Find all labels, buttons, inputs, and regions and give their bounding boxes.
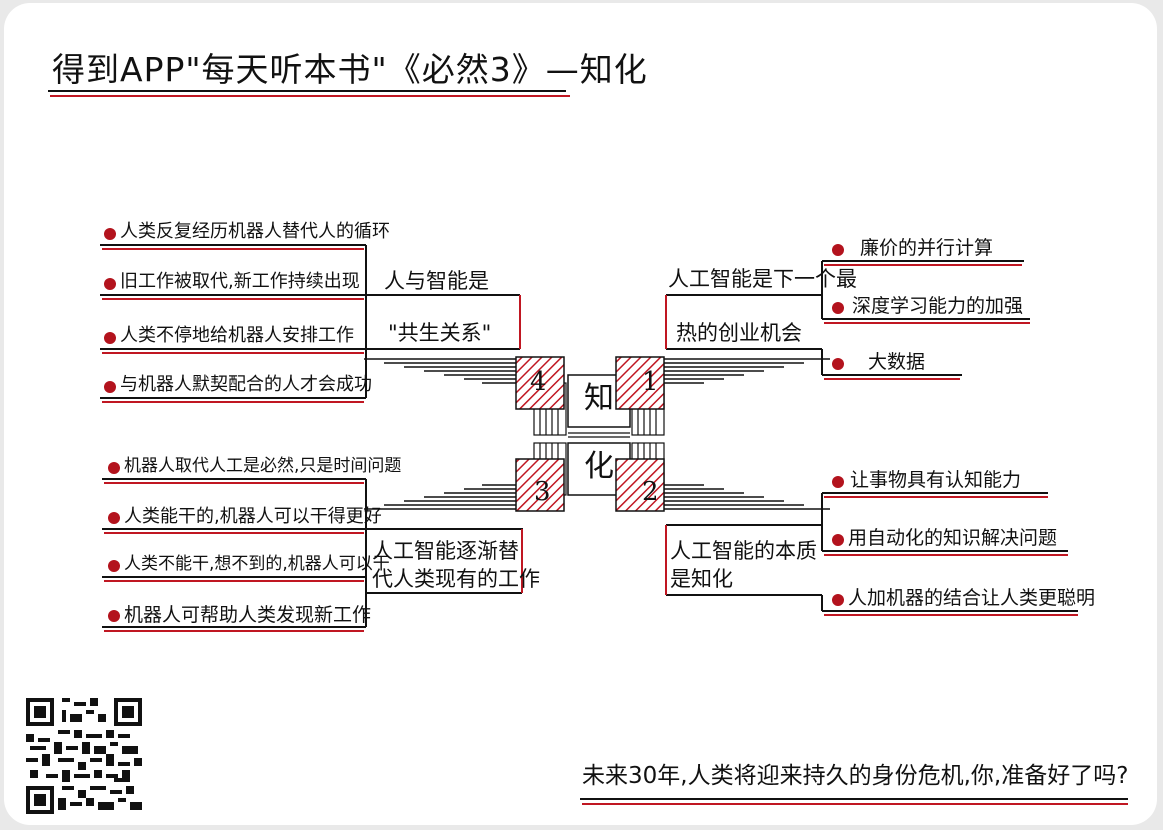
branch-4-label-line1: 人与智能是 [384, 269, 489, 293]
footer-question: 未来30年,人类将迎来持久的身份危机,你,准备好了吗? [582, 763, 1129, 789]
branch-3-item-2: 人类能干的,机器人可以干得更好 [124, 506, 382, 527]
branch-2-label-line2: 是知化 [670, 567, 733, 591]
bullet-dot [108, 560, 120, 572]
bullet-dot [104, 228, 116, 240]
branch-2-label-line1: 人工智能的本质 [670, 539, 817, 563]
bullet-dot [108, 512, 120, 524]
bullet-dot [104, 278, 116, 290]
branch-2-item-1: 让事物具有认知能力 [850, 469, 1022, 491]
bullet-dot [832, 244, 844, 256]
branch-number-3: 3 [534, 477, 551, 507]
bullet-dot [108, 610, 120, 622]
branch-3-label-line1: 人工智能逐渐替 [372, 539, 519, 563]
branch-number-1: 1 [642, 367, 659, 397]
branch-4-label-line2: "共生关系" [388, 321, 492, 345]
qr-code-icon [26, 698, 142, 814]
bullet-dot [108, 462, 120, 474]
mind-map-card: 得到APP"每天听本书"《必然3》—知化 知 化 1 2 3 4 人工智能是下一… [4, 3, 1157, 825]
branch-4-item-3: 人类不停地给机器人安排工作 [120, 325, 354, 346]
branch-2-item-2: 用自动化的知识解决问题 [848, 527, 1058, 549]
branch-3-item-4: 机器人可帮助人类发现新工作 [124, 604, 372, 626]
bullet-dot [832, 476, 844, 488]
branch-3-item-3: 人类不能干,想不到的,机器人可以干 [124, 554, 390, 574]
center-bottom-char: 化 [584, 449, 614, 484]
bullet-dot [104, 381, 116, 393]
branch-1-item-1: 廉价的并行计算 [860, 237, 994, 259]
branch-1-item-3: 大数据 [868, 351, 926, 373]
bullet-dot [104, 332, 116, 344]
branch-3-item-1: 机器人取代人工是必然,只是时间问题 [124, 456, 402, 476]
bullet-dot [832, 594, 844, 606]
connector-lines [48, 90, 1128, 805]
branch-2-item-3: 人加机器的结合让人类更聪明 [848, 587, 1096, 609]
branch-number-2: 2 [642, 477, 659, 507]
bullet-dot [832, 534, 844, 546]
center-top-char: 知 [584, 381, 614, 416]
branch-3-label-line2: 代人类现有的工作 [372, 567, 540, 591]
bullet-dot [832, 358, 844, 370]
branch-4-item-1: 人类反复经历机器人替代人的循环 [120, 221, 390, 242]
branch-1-item-2: 深度学习能力的加强 [852, 295, 1024, 317]
branch-number-4: 4 [530, 367, 547, 397]
branch-4-item-4: 与机器人默契配合的人才会成功 [120, 374, 372, 395]
bullet-dot [832, 302, 844, 314]
branch-1-label-line2: 热的创业机会 [676, 321, 802, 345]
branch-4-item-2: 旧工作被取代,新工作持续出现 [120, 271, 360, 292]
branch-1-label-line1: 人工智能是下一个最 [668, 267, 857, 291]
page-title: 得到APP"每天听本书"《必然3》—知化 [52, 50, 648, 89]
